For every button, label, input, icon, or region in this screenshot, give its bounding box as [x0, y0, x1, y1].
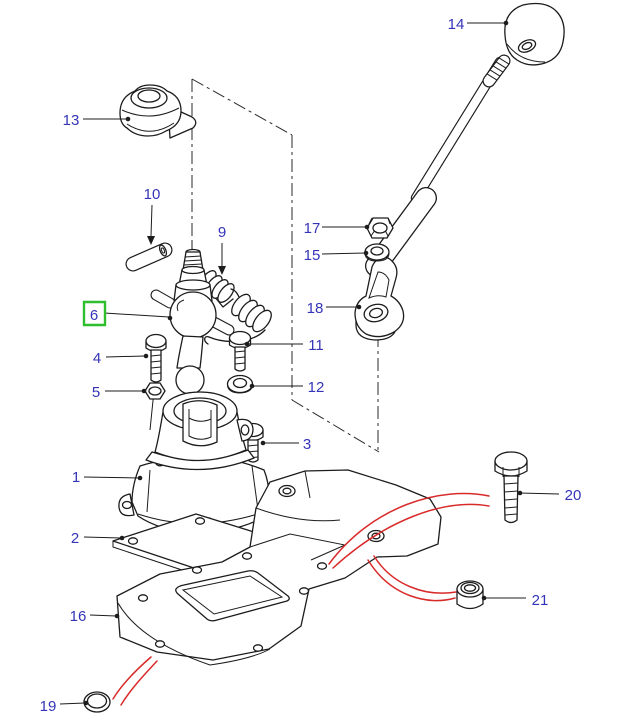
part-11-bolt	[230, 332, 251, 372]
part-6-gearshift-lever	[156, 240, 229, 394]
part-9-spring	[197, 268, 275, 344]
part-12-washer	[228, 376, 253, 394]
part-19-plug	[84, 692, 110, 712]
callout-3[interactable]: 3	[303, 436, 311, 453]
construction-lines	[192, 79, 379, 452]
callout-11[interactable]: 11	[308, 337, 324, 354]
bolt-thread-hatch	[235, 351, 245, 364]
part-20-bolt	[495, 452, 527, 523]
part-14-shift-rod-and-knob	[355, 4, 564, 340]
callouts: 1 2 3 4 5 6 9 10 11 12 13 14 15 16 17 18…	[40, 16, 582, 715]
part-1-housing	[119, 392, 269, 534]
callout-6[interactable]: 6	[90, 307, 98, 324]
callout-5[interactable]: 5	[92, 384, 100, 401]
callout-13[interactable]: 13	[63, 112, 80, 129]
callout-16[interactable]: 16	[70, 608, 87, 625]
callout-4[interactable]: 4	[93, 350, 101, 367]
callout-9[interactable]: 9	[218, 224, 226, 241]
pointer-curves	[113, 494, 489, 705]
rod-thread-hatch	[487, 58, 508, 80]
part-21-bushing	[457, 581, 483, 609]
part-5-nut	[145, 383, 165, 399]
callout-20[interactable]: 20	[565, 487, 582, 504]
callout-17[interactable]: 17	[304, 220, 321, 237]
callout-19[interactable]: 19	[40, 698, 57, 715]
callout-21[interactable]: 21	[532, 592, 549, 609]
bolt-thread-hatch	[151, 355, 161, 374]
callout-18[interactable]: 18	[307, 300, 324, 317]
highlight-box	[84, 302, 105, 325]
part-10-pin	[133, 244, 168, 264]
part-16-base-plate	[117, 470, 441, 665]
callout-15[interactable]: 15	[304, 247, 321, 264]
part-17-nut	[367, 218, 393, 238]
callout-12[interactable]: 12	[308, 379, 325, 396]
leader-lines	[60, 20, 559, 706]
part-18-rod-end	[355, 257, 404, 340]
bolt-thread-hatch	[504, 483, 518, 515]
knob	[505, 4, 564, 65]
part-4-bolt	[146, 335, 166, 431]
part-13-cap	[120, 85, 196, 138]
callout-1[interactable]: 1	[72, 469, 80, 486]
callout-10[interactable]: 10	[144, 186, 161, 203]
callout-2[interactable]: 2	[71, 530, 79, 547]
callout-14[interactable]: 14	[448, 16, 465, 33]
callout-6-selected[interactable]: 6	[84, 302, 105, 325]
part-15-washer	[365, 244, 389, 261]
